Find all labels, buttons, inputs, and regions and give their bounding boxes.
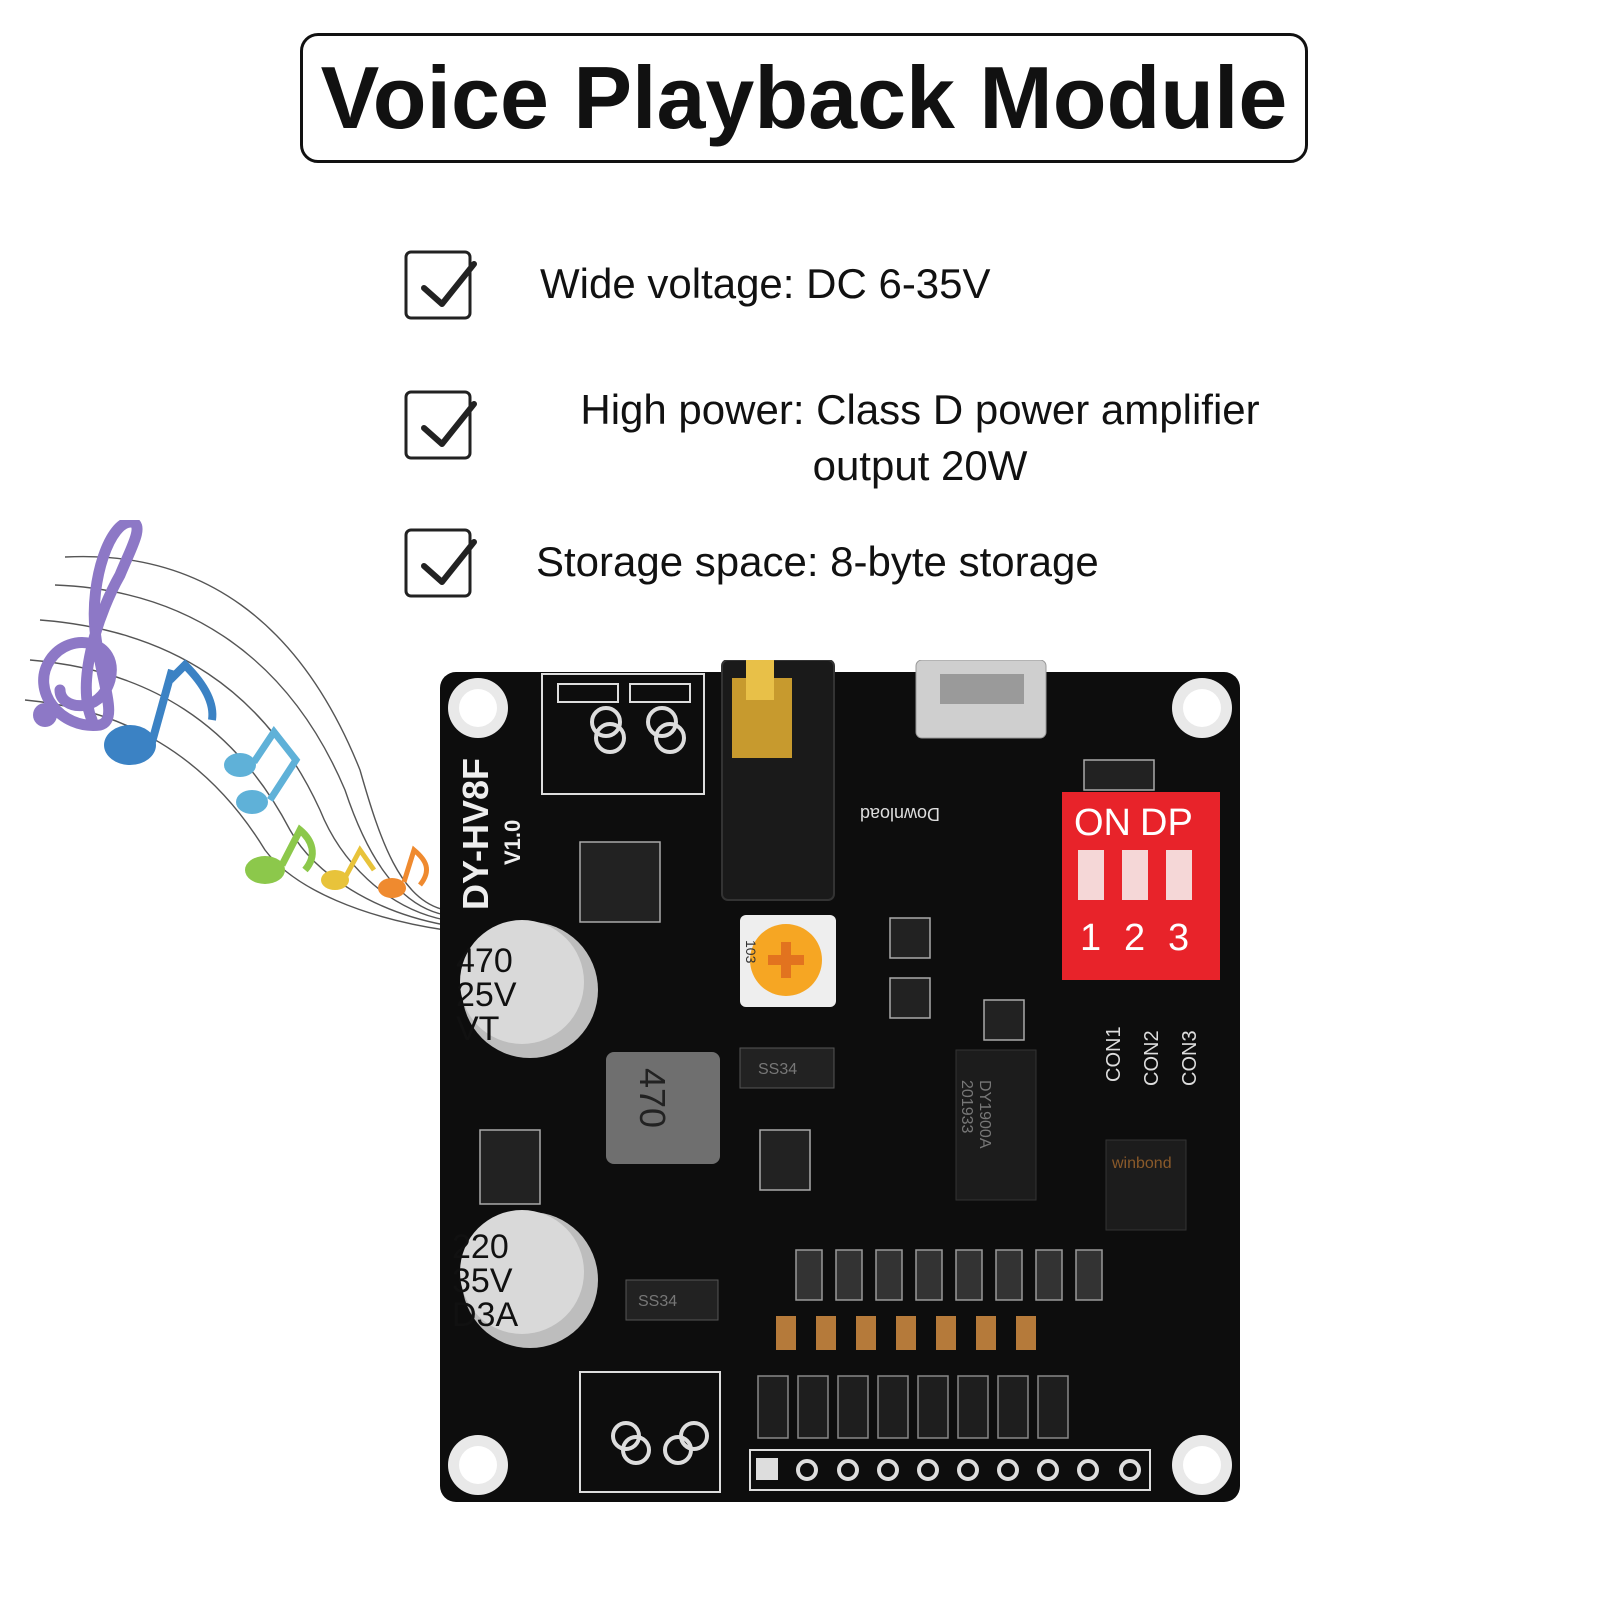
feature-text: Storage space: 8-byte storage [536,538,1099,585]
svg-text:25V: 25V [456,976,517,1014]
inductor [606,1052,720,1164]
svg-text:D3A: D3A [452,1296,518,1334]
dip-number-1: 1 [1080,917,1101,959]
title-box: Voice Playback Module [300,33,1308,163]
con2-label: CON2 [1141,1030,1163,1086]
dip-number-2: 2 [1124,917,1145,959]
download-label: Download [860,804,940,824]
mounting-hole-icon [448,678,1232,1495]
feature-text: Wide voltage: DC 6-35V [540,260,991,307]
checkbox-checked-icon [404,390,477,460]
svg-text:SS34: SS34 [758,1061,797,1078]
feature-item-power: High power: Class D power amplifier outp… [404,386,1304,500]
svg-text:470: 470 [632,1068,673,1128]
page-title: Voice Playback Module [320,48,1288,147]
svg-text:220: 220 [452,1228,509,1266]
svg-text:201933: 201933 [958,1080,975,1133]
checkbox-checked-icon [404,250,477,320]
transistor-array [757,1375,1069,1439]
feature-text: High power: Class D power amplifier outp… [580,386,1260,489]
capacitor-470: 470 25V VT [456,920,598,1058]
svg-text:VT: VT [456,1010,499,1048]
dip-number-3: 3 [1168,917,1189,959]
diode-ss34 [739,1047,835,1089]
header-pin-icon [756,1458,1141,1481]
screw-terminal-top [541,673,705,795]
model-label: DY-HV8F [455,758,496,910]
dip-label-on: ON [1074,802,1131,844]
screw-terminal-bottom [579,1371,721,1493]
chip-dy1900a [955,1049,1037,1201]
diode-ss34 [625,1279,719,1321]
feature-item-voltage: Wide voltage: DC 6-35V [404,250,1304,330]
version-label: V1.0 [500,820,525,865]
chip-flash [1105,1139,1187,1231]
svg-text:winbond: winbond [1111,1155,1172,1172]
dip-label-dp: DP [1140,802,1193,844]
feature-item-storage: Storage space: 8-byte storage [404,528,1304,608]
music-notes-icon [24,520,446,931]
con1-label: CON1 [1103,1026,1125,1082]
pcb-board-image: Download DY-HV8F V1.0 ON DP 1 2 3 CON1 C… [440,660,1240,1502]
capacitor-220: 220 35V D3A [452,1210,598,1348]
checkbox-checked-icon [404,528,477,598]
svg-text:35V: 35V [452,1262,513,1300]
smd-components [479,759,1155,1205]
pin-header [749,1449,1151,1491]
svg-text:103: 103 [743,940,759,964]
capacitor-array [776,1316,1036,1350]
svg-text:470: 470 [456,942,513,980]
svg-text:SS34: SS34 [638,1293,677,1310]
con3-label: CON3 [1179,1030,1201,1086]
resistor-array [795,1249,1103,1301]
svg-text:DY1900A: DY1900A [976,1080,993,1149]
